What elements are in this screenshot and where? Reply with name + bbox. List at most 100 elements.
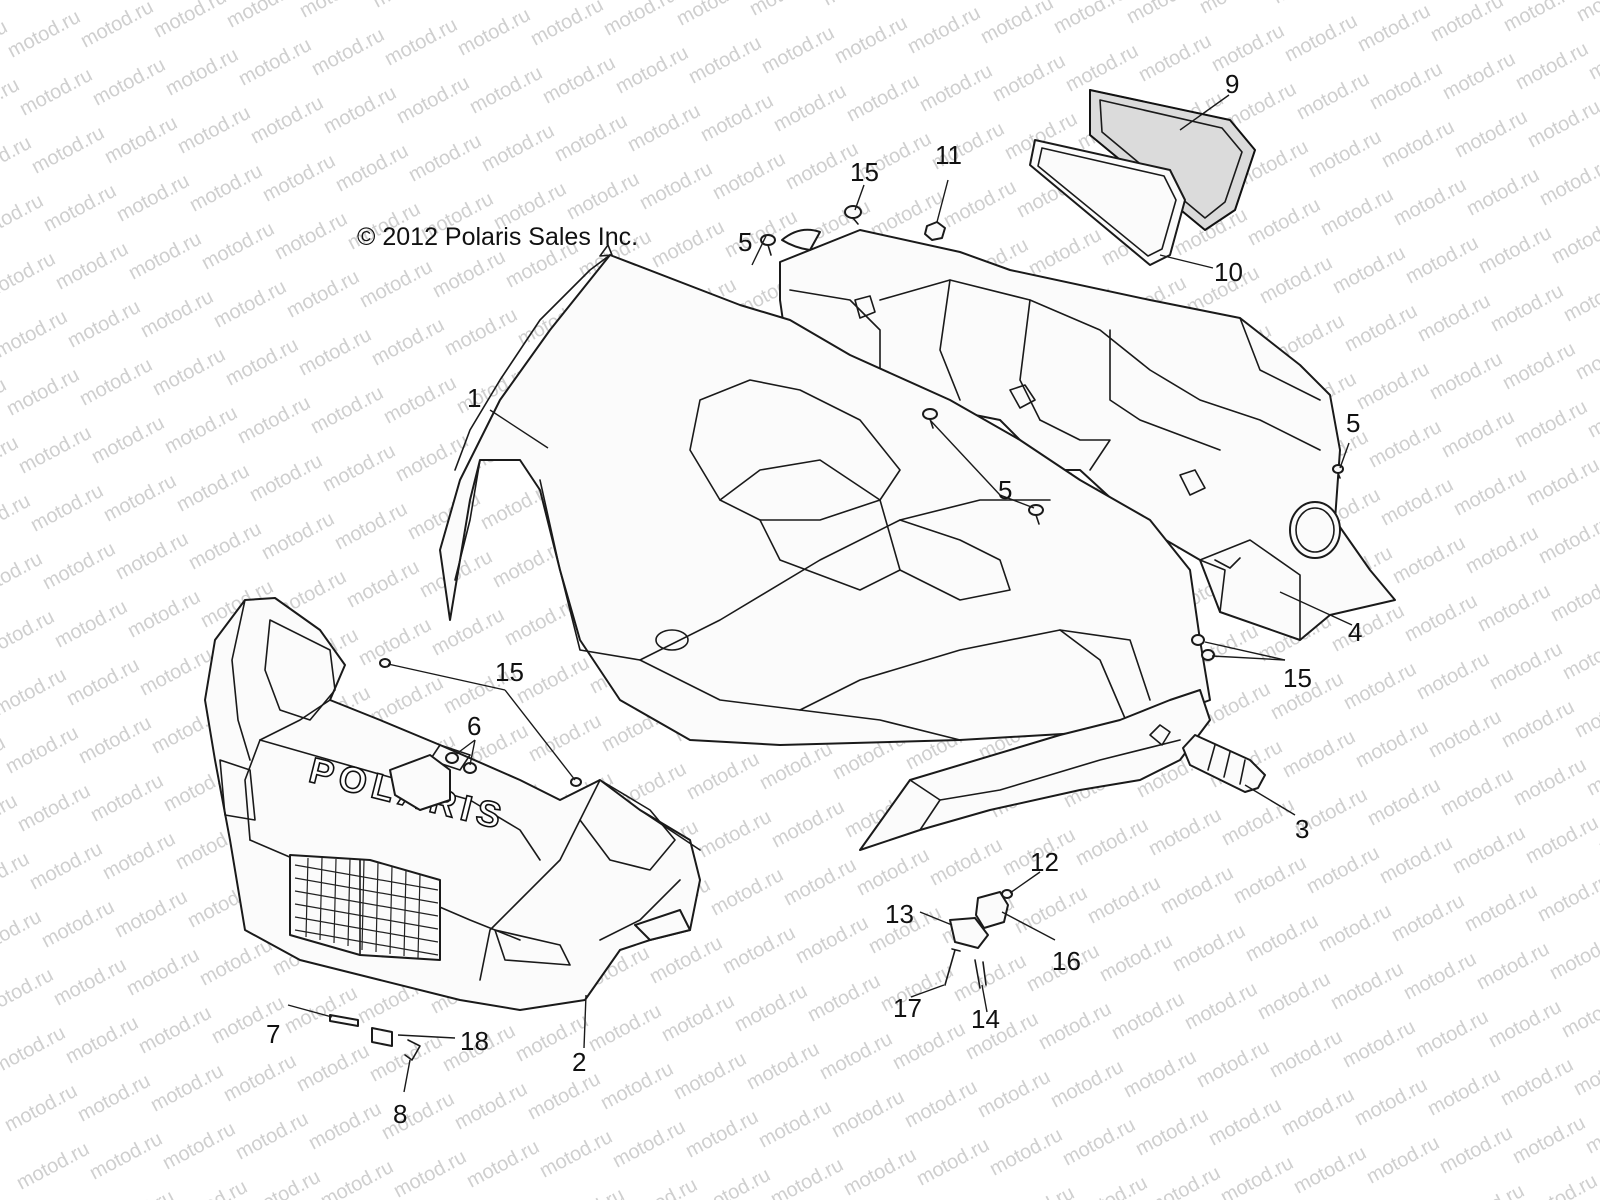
watermark-text: motod.ru bbox=[442, 0, 522, 2]
watermark-text: motod.ru bbox=[3, 364, 83, 420]
watermark-text: motod.ru bbox=[916, 60, 996, 116]
watermark-text: motod.ru bbox=[694, 1164, 774, 1200]
watermark-text: motod.ru bbox=[1424, 1064, 1504, 1120]
watermark-text: motod.ru bbox=[1340, 658, 1420, 714]
watermark-text: motod.ru bbox=[1035, 998, 1115, 1054]
watermark-text: motod.ru bbox=[767, 1154, 847, 1200]
watermark-text: motod.ru bbox=[998, 1182, 1078, 1200]
watermark-text: motod.ru bbox=[585, 1000, 665, 1056]
callout-11: 11 bbox=[935, 140, 962, 170]
watermark-text: motod.ru bbox=[1462, 522, 1542, 578]
watermark-text: motod.ru bbox=[381, 14, 461, 70]
watermark-text: motod.ru bbox=[1278, 1084, 1358, 1140]
watermark-text: motod.ru bbox=[1412, 1006, 1492, 1062]
watermark-text: motod.ru bbox=[1341, 300, 1421, 356]
watermark-text: motod.ru bbox=[974, 1066, 1054, 1122]
watermark-text: motod.ru bbox=[123, 944, 203, 1000]
watermark-text: motod.ru bbox=[1486, 638, 1566, 694]
watermark-text: motod.ru bbox=[1123, 0, 1203, 28]
watermark-text: motod.ru bbox=[76, 354, 156, 410]
watermark-text: motod.ru bbox=[1498, 696, 1578, 752]
watermark-text: motod.ru bbox=[548, 1184, 628, 1200]
watermark-text: motod.ru bbox=[989, 50, 1069, 106]
watermark-text: motod.ru bbox=[1509, 1112, 1589, 1168]
callout-7: 7 bbox=[266, 1019, 280, 1049]
watermark-text: motod.ru bbox=[1523, 454, 1600, 510]
watermark-text: motod.ru bbox=[670, 1048, 750, 1104]
watermark-text: motod.ru bbox=[136, 644, 216, 700]
watermark-text: motod.ru bbox=[13, 1138, 93, 1194]
watermark-text: motod.ru bbox=[636, 158, 716, 214]
watermark-text: motod.ru bbox=[171, 1176, 251, 1200]
watermark-text: motod.ru bbox=[1536, 154, 1600, 210]
watermark-text: motod.ru bbox=[901, 1076, 981, 1132]
watermark-text: motod.ru bbox=[1413, 648, 1493, 704]
watermark-text: motod.ru bbox=[1461, 880, 1541, 936]
watermark-text: motod.ru bbox=[819, 0, 899, 10]
watermark-text: motod.ru bbox=[150, 0, 230, 42]
part-18-bushing bbox=[371, 1027, 393, 1047]
watermark-text: motod.ru bbox=[1388, 890, 1468, 946]
watermark-text: motod.ru bbox=[1193, 1036, 1273, 1092]
watermark-text: motod.ru bbox=[804, 970, 884, 1026]
watermark-text: motod.ru bbox=[1242, 910, 1322, 966]
watermark-text: motod.ru bbox=[111, 886, 191, 942]
callout-5a: 5 bbox=[738, 227, 752, 257]
watermark-text: motod.ru bbox=[1546, 928, 1600, 984]
watermark-text: motod.ru bbox=[393, 72, 473, 128]
callout-15a: 15 bbox=[850, 157, 879, 187]
watermark-text: motod.ru bbox=[51, 596, 131, 652]
watermark-text: motod.ru bbox=[4, 6, 84, 62]
watermark-text: motod.ru bbox=[1400, 948, 1480, 1004]
watermark-text: motod.ru bbox=[1499, 338, 1579, 394]
watermark-text: motod.ru bbox=[1485, 996, 1565, 1052]
watermark-text: motod.ru bbox=[609, 1116, 689, 1172]
watermark-text: motod.ru bbox=[405, 130, 485, 186]
watermark-text: motod.ru bbox=[186, 160, 266, 216]
watermark-text: motod.ru bbox=[792, 912, 872, 968]
callout-12: 12 bbox=[1030, 847, 1059, 877]
callout-1: 1 bbox=[467, 383, 481, 413]
watermark-text: motod.ru bbox=[940, 176, 1020, 232]
watermark-text: motod.ru bbox=[1390, 174, 1470, 230]
watermark-text: motod.ru bbox=[758, 22, 838, 78]
watermark-text: motod.ru bbox=[1351, 1074, 1431, 1130]
watermark-text: motod.ru bbox=[429, 246, 509, 302]
watermark-text: motod.ru bbox=[87, 770, 167, 826]
watermark-text: motod.ru bbox=[1402, 232, 1482, 288]
watermark-text: motod.ru bbox=[38, 896, 118, 952]
watermark-text: motod.ru bbox=[293, 1040, 373, 1096]
watermark-text: motod.ru bbox=[1524, 96, 1600, 152]
callout-13: 13 bbox=[885, 899, 914, 929]
callout-labels: 1 2 3 4 5 5 5 6 7 8 9 10 11 12 13 14 15 … bbox=[266, 69, 1362, 1129]
watermark-text: motod.ru bbox=[162, 44, 242, 100]
watermark-text: motod.ru bbox=[246, 450, 326, 506]
watermark-text: motod.ru bbox=[1059, 1114, 1139, 1170]
fastener-15-left bbox=[379, 658, 582, 787]
fastener-6 bbox=[445, 752, 477, 774]
watermark-text: motod.ru bbox=[646, 932, 726, 988]
callout-6: 6 bbox=[467, 711, 481, 741]
callout-4: 4 bbox=[1348, 617, 1362, 647]
watermark-text: motod.ru bbox=[244, 1166, 324, 1200]
watermark-text: motod.ru bbox=[1315, 900, 1395, 956]
watermark-text: motod.ru bbox=[89, 54, 169, 110]
watermark-text: motod.ru bbox=[317, 1156, 397, 1200]
watermark-text: motod.ru bbox=[441, 304, 521, 360]
watermark-text: motod.ru bbox=[62, 1012, 142, 1068]
watermark-text: motod.ru bbox=[26, 838, 106, 894]
watermark-text: motod.ru bbox=[1218, 794, 1298, 850]
watermark-text: motod.ru bbox=[853, 844, 933, 900]
part-14-clip bbox=[974, 959, 987, 989]
watermark-text: motod.ru bbox=[1181, 978, 1261, 1034]
watermark-text: motod.ru bbox=[1389, 532, 1469, 588]
watermark-text: motod.ru bbox=[332, 140, 412, 196]
watermark-text: motod.ru bbox=[173, 460, 253, 516]
watermark-text: motod.ru bbox=[1062, 40, 1142, 96]
watermark-text: motod.ru bbox=[40, 180, 120, 236]
watermark-text: motod.ru bbox=[232, 1108, 312, 1164]
watermark-text: motod.ru bbox=[39, 538, 119, 594]
watermark-text: motod.ru bbox=[904, 2, 984, 58]
watermark-text: motod.ru bbox=[50, 954, 130, 1010]
watermark-text: motod.ru bbox=[977, 0, 1057, 48]
